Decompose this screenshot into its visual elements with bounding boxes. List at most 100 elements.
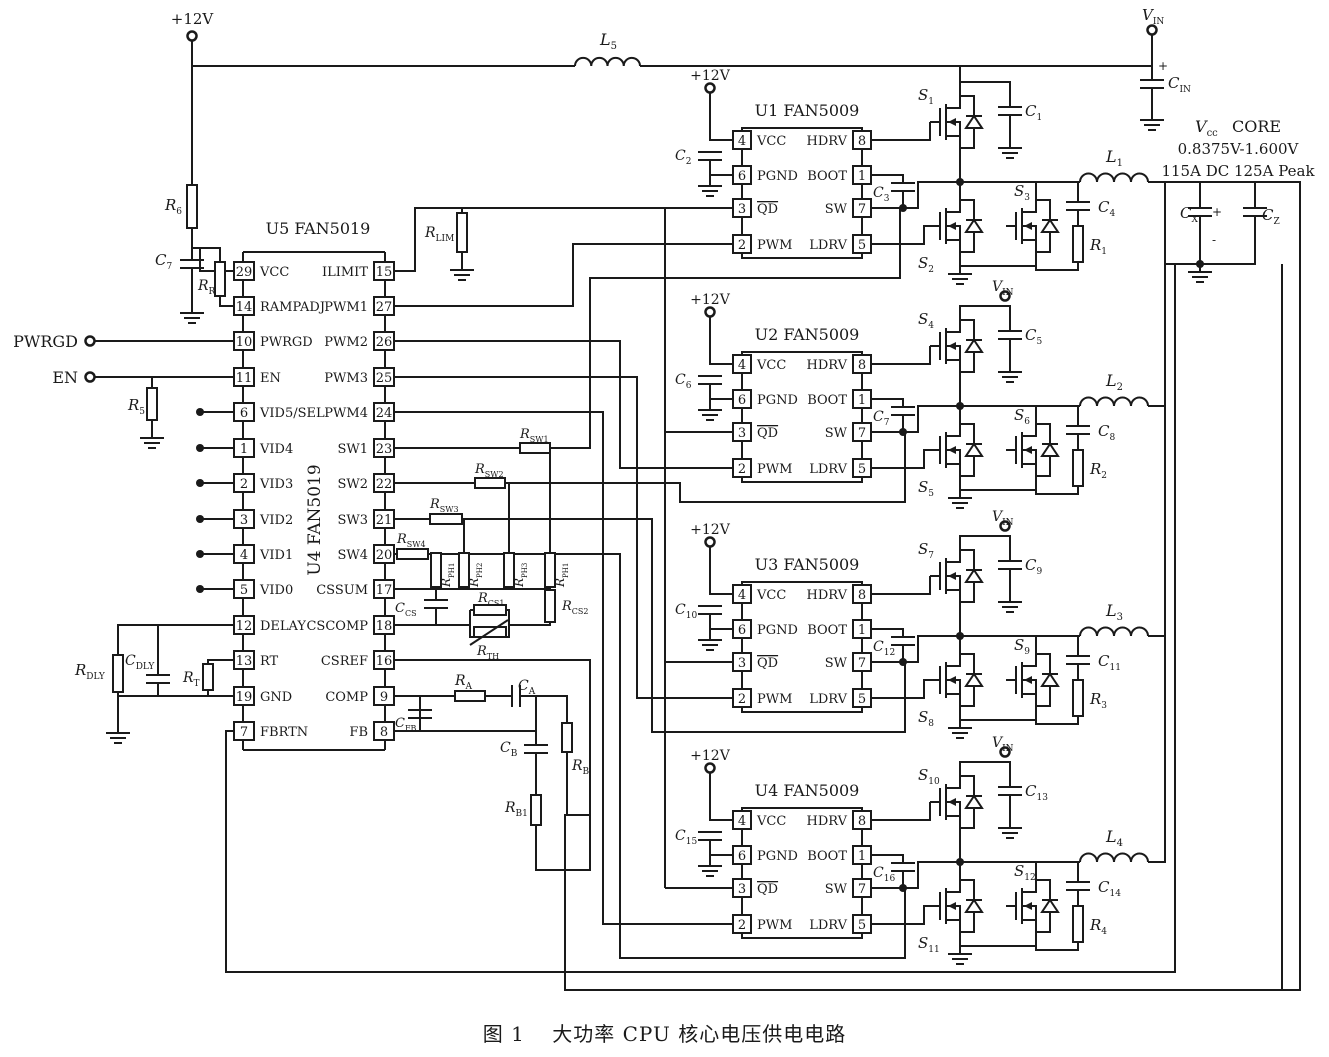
- label-vcc: Vcc: [1195, 117, 1218, 139]
- driver-pin-number: 8: [858, 134, 866, 149]
- label-core: CORE: [1232, 117, 1281, 136]
- label-high-side: S10: [918, 766, 940, 787]
- low-side-mosfet-source: [946, 919, 961, 932]
- high-side-mosfet-drain: [946, 320, 961, 333]
- driver-pin-box: [732, 198, 752, 218]
- sync-mosfet-drain: [1022, 200, 1037, 213]
- label-rsw1: RSW1: [519, 427, 549, 444]
- rr: [214, 261, 226, 297]
- high-side-mosfet-drain: [946, 96, 961, 109]
- label-rr: RR: [197, 278, 216, 297]
- low-side-mosfet-source: [946, 693, 961, 706]
- label-rth: RTH: [476, 644, 499, 661]
- controller-pin-box: [373, 331, 395, 351]
- controller-pin-box: [233, 367, 255, 387]
- driver-pin-name: BOOT: [807, 623, 847, 638]
- driver-pin-number: 5: [858, 918, 866, 933]
- label-low-side: S2: [918, 254, 934, 275]
- plus12v-rail: [191, 40, 575, 67]
- driver-pin-box: [732, 458, 752, 478]
- driver-pin-number: 2: [738, 692, 746, 707]
- low-side-mosfet-diode: [964, 672, 984, 687]
- snub-res: [1072, 449, 1084, 487]
- driver-pin-box: [732, 652, 752, 672]
- driver-pin-number: 7: [858, 202, 866, 217]
- driver-pin-number: 8: [858, 588, 866, 603]
- driver-pin-number: 4: [738, 134, 746, 149]
- driver-title: U4 FAN5009: [755, 781, 860, 800]
- core-rail: [1148, 181, 1301, 991]
- driver-pin-number: 1: [858, 849, 866, 864]
- controller-pin-name: VID5/SEL: [259, 406, 325, 421]
- rcs1: [473, 604, 507, 616]
- high-side-mosfet-source: [946, 359, 961, 372]
- driver-pin-number: 7: [858, 882, 866, 897]
- en-terminal: [84, 371, 96, 383]
- sw3-return: [462, 518, 906, 733]
- sync-mosfet-drain: [1022, 654, 1037, 667]
- driver-pin-box: [852, 198, 872, 218]
- driver-pin-name: PGND: [757, 393, 798, 408]
- sync-mosfet-drain: [1022, 880, 1037, 893]
- driver-pin-box: [852, 652, 872, 672]
- hdrv-wire: [871, 576, 931, 595]
- output-bus: [1148, 181, 1166, 264]
- label-sync: S12: [1014, 862, 1036, 883]
- driver-pin-box: [852, 810, 872, 830]
- rr-top: [192, 247, 221, 262]
- label-cx: CX: [1180, 204, 1198, 225]
- label-high-side: S7: [918, 540, 934, 561]
- output-bus: [1148, 264, 1166, 863]
- label-rb: RB: [571, 758, 590, 777]
- driver-pin-number: 3: [738, 882, 746, 897]
- controller-pin-box: [373, 579, 395, 599]
- controller-pin-name: PWM2: [324, 335, 368, 350]
- output-return: [1165, 216, 1256, 265]
- ldrv-wire: [871, 905, 930, 925]
- rsw2: [474, 477, 506, 489]
- label-high-side-cap: C5: [1025, 326, 1042, 347]
- snub-res: [1072, 905, 1084, 943]
- label-high-side: S4: [918, 310, 934, 331]
- sw-pin-wire: [871, 861, 960, 889]
- high-side-mosfet-source: [946, 815, 961, 828]
- driver-pin-name: BOOT: [807, 849, 847, 864]
- controller-pin-number: 4: [240, 548, 248, 563]
- driver-pin-name: QD: [757, 656, 778, 671]
- sync-source: [960, 476, 1037, 491]
- controller-pin-box: [373, 721, 395, 741]
- controller-pin-box: [233, 650, 255, 670]
- output-inductor: [1079, 852, 1149, 863]
- rb: [561, 722, 573, 753]
- rsw4: [396, 548, 429, 560]
- hdrv-wire: [871, 346, 931, 365]
- sync-mosfet-arrow: [1024, 902, 1032, 910]
- label-cdly: CDLY: [125, 653, 155, 672]
- driver-pin-box: [732, 810, 752, 830]
- driver-pin-box: [732, 354, 752, 374]
- driver-pin-box: [852, 389, 872, 409]
- controller-side-label: U4 FAN5019: [305, 464, 325, 575]
- controller-pin-number: 10: [236, 335, 253, 350]
- controller-pin-name: VID3: [259, 477, 293, 492]
- controller-pin-number: 29: [236, 265, 253, 280]
- cx-minus: -: [1212, 233, 1216, 247]
- controller-pin-box: [373, 367, 395, 387]
- driver-vcc-wire: [709, 546, 733, 595]
- label-snub-cap: C14: [1098, 878, 1121, 899]
- rcs2-wire: [509, 589, 551, 626]
- driver-pin-name: PWM: [757, 692, 792, 707]
- boot-wire: [871, 174, 904, 183]
- low-side-mosfet-arrow: [948, 676, 956, 684]
- vid-line-end: [196, 479, 204, 487]
- low-side-mosfet-diode: [964, 218, 984, 233]
- high-side-mosfet-diode: [964, 794, 984, 809]
- driver-pin-number: 4: [738, 814, 746, 829]
- controller-pin-name: PWM1: [324, 300, 368, 315]
- boot-dot: [899, 884, 907, 892]
- high-side-mosfet-arrow: [948, 118, 956, 126]
- driver-pin-number: 1: [858, 169, 866, 184]
- driver-pin-name: LDRV: [809, 692, 847, 707]
- label-boot-cap: C16: [873, 865, 895, 884]
- label-output-inductor: L1: [1105, 147, 1123, 169]
